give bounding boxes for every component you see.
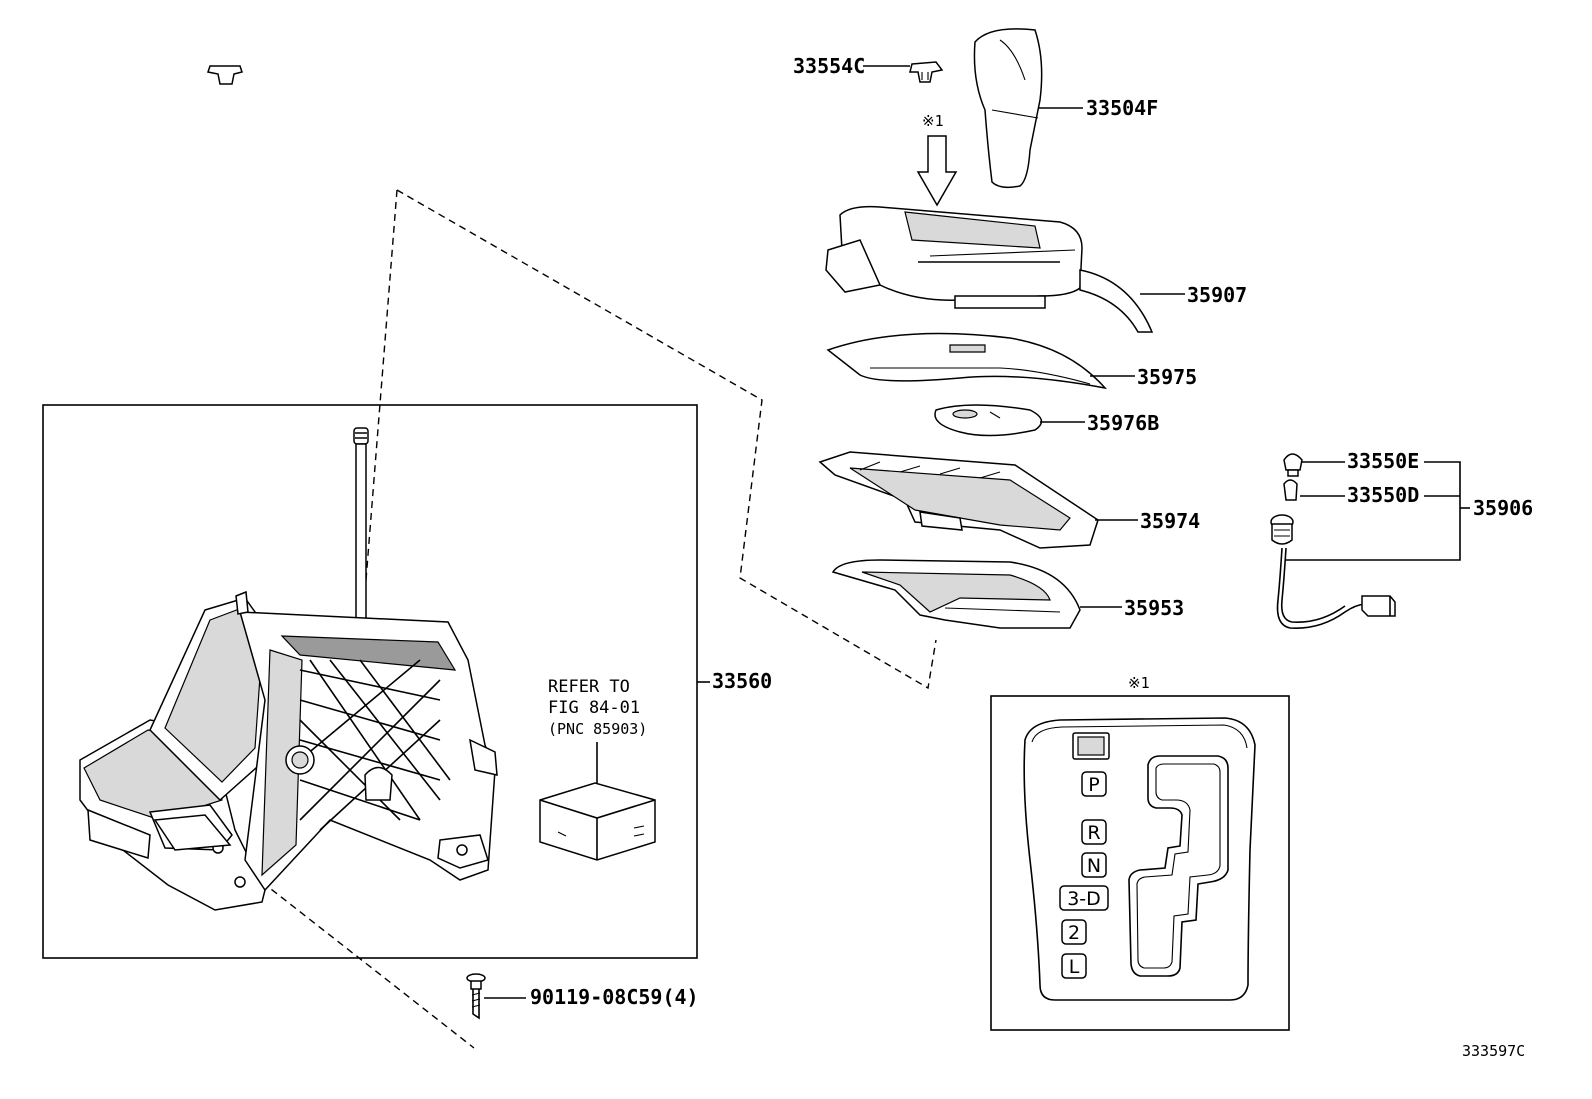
refer-note-line-2: FIG 84-01 (548, 698, 640, 718)
view-marker-top: ※1 (922, 112, 944, 130)
gate-labels: P R N 3-D 2 L (1059, 771, 1109, 979)
clip-33554C (207, 65, 910, 85)
shift-lever-assembly (79, 590, 498, 911)
plate-35976B (934, 404, 1085, 437)
refer-note-line-1: REFER TO (548, 677, 630, 697)
bulb-33550E (1283, 453, 1345, 477)
label-33560: 33560 (712, 669, 772, 693)
gate-label-N: N (1087, 855, 1101, 877)
indicator-housing-35907 (825, 205, 1185, 333)
dust-cover-35975 (826, 332, 1135, 390)
gate-label-3D: 3-D (1067, 888, 1101, 910)
label-33504F: 33504F (1086, 96, 1158, 120)
bracket-35906 (1286, 461, 1470, 561)
socket-harness (1270, 514, 1396, 629)
label-35953: 35953 (1124, 596, 1184, 620)
label-33550D: 33550D (1347, 483, 1419, 507)
gate-view-frame (990, 695, 1290, 1031)
refer-note-line-3: (PNC 85903) (548, 720, 647, 738)
label-35907: 35907 (1187, 283, 1247, 307)
projection-lines (261, 189, 937, 1049)
gate-label-L: L (1069, 956, 1080, 978)
shift-knob-33504F (973, 28, 1083, 189)
computer-module (539, 742, 656, 861)
label-33550E: 33550E (1347, 449, 1419, 473)
gate-label-P: P (1088, 774, 1099, 796)
housing-35974 (818, 451, 1138, 549)
label-35976B: 35976B (1087, 411, 1159, 435)
label-35906: 35906 (1473, 496, 1533, 520)
bezel-35953 (831, 559, 1122, 629)
label-90119: 90119-08C59(4) (530, 985, 699, 1009)
label-35974: 35974 (1140, 509, 1200, 533)
diagram-id: 333597C (1462, 1042, 1525, 1060)
gate-indicator-plate (1023, 717, 1256, 1001)
bulb-33550D (1283, 479, 1345, 501)
clip-33554C-shape (909, 61, 944, 83)
label-33554C: 33554C (793, 54, 865, 78)
shift-lever-rod (353, 427, 369, 635)
refer-note: REFER TO FIG 84-01 (PNC 85903) (548, 677, 647, 738)
view-arrow (916, 135, 958, 207)
bolt-90119 (466, 973, 526, 1020)
gate-label-2: 2 (1068, 922, 1080, 944)
gate-label-R: R (1087, 822, 1100, 844)
label-35975: 35975 (1137, 365, 1197, 389)
view-marker-bottom: ※1 (1128, 674, 1150, 692)
